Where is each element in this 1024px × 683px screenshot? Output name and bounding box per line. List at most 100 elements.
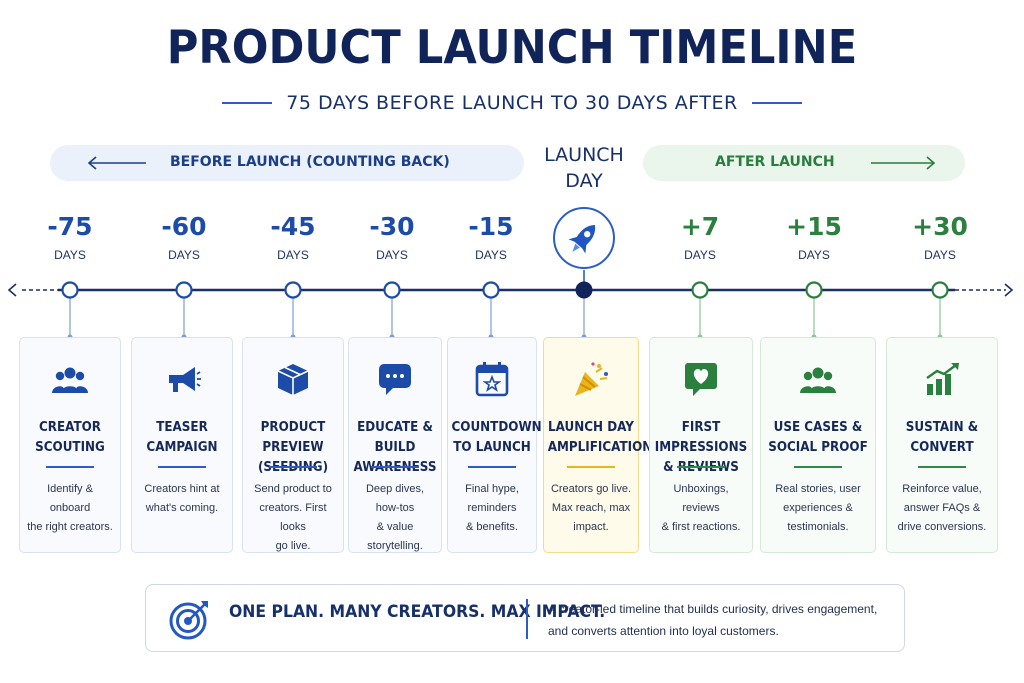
title-underline	[567, 466, 615, 468]
people-group-icon	[799, 360, 837, 398]
footer-callout: ONE PLAN. MANY CREATORS. MAX IMPACT. A c…	[145, 584, 905, 652]
launch-marker	[553, 207, 615, 269]
milestone-description-line: Identify & onboard	[47, 483, 93, 514]
after-launch-label: AFTER LAUNCH	[715, 154, 835, 170]
footer-description-line2: and converts attention into loyal custom…	[548, 624, 779, 638]
milestone-description-line: & value storytelling.	[367, 521, 423, 552]
footer-description-line1: A creator-led timeline that builds curio…	[548, 602, 878, 616]
rocket-icon	[568, 224, 596, 254]
milestone-description-line: Creators go live.	[550, 483, 632, 495]
milestone-description: Final hype, reminders& benefits.	[454, 480, 530, 537]
day-unit-label: DAYS	[54, 248, 86, 262]
milestone-title: SUSTAIN &CONVERT	[891, 418, 992, 458]
milestone-description-line: answer FAQs &	[903, 502, 981, 514]
subtitle-row: 75 DAYS BEFORE LAUNCH TO 30 DAYS AFTER	[0, 90, 1024, 116]
milestone-title-line: SCOUTING	[35, 440, 105, 455]
day-offset: -45	[270, 212, 316, 241]
milestone-title: PRODUCT PREVIEW (SEEDING)	[247, 418, 339, 478]
day-unit-label: DAYS	[475, 248, 507, 262]
page-subtitle: 75 DAYS BEFORE LAUNCH TO 30 DAYS AFTER	[286, 92, 738, 114]
after-launch-banner: AFTER LAUNCH	[643, 145, 965, 181]
milestone-card: USE CASES & SOCIAL PROOF Real stories, use…	[760, 337, 876, 553]
title-underline	[677, 466, 725, 468]
milestone-title-line: TO LAUNCH	[453, 440, 531, 455]
growth-chart-icon	[923, 360, 961, 398]
milestone-description-line: Creators hint at	[144, 483, 220, 495]
footer-headline: ONE PLAN. MANY CREATORS. MAX IMPACT.	[229, 602, 606, 622]
timeline-node	[284, 281, 302, 299]
milestone-description-line: Reinforce value,	[902, 483, 982, 495]
day-offset: +7	[680, 212, 720, 241]
milestone-description: Creators hint at what's coming.	[138, 480, 226, 518]
milestone-description-line: Real stories, user	[775, 483, 861, 495]
milestone-description: Reinforce value, answer FAQs & drive conve…	[893, 480, 991, 537]
timeline-node	[482, 281, 500, 299]
milestone-title-line: USE CASES &	[773, 420, 863, 435]
target-icon	[169, 601, 208, 640]
milestone-title-line: (SEEDING)	[247, 458, 339, 478]
timeline-node	[691, 281, 709, 299]
launch-day-label: LAUNCH DAY	[534, 142, 634, 194]
day-unit-label: DAYS	[376, 248, 408, 262]
heart-message-icon	[682, 360, 720, 398]
milestone-title-line: COUNTDOWN	[451, 420, 542, 435]
timeline-node	[61, 281, 79, 299]
milestone-description-line: go live.	[275, 540, 311, 552]
day-offset: +30	[912, 212, 968, 241]
milestone-title-line: SOCIAL PROOF	[768, 440, 868, 455]
milestone-description-line: Final hype, reminders	[465, 483, 519, 514]
title-underline	[46, 466, 94, 468]
milestone-description-line: testimonials.	[787, 521, 849, 533]
milestone-description-line: & first reactions.	[661, 521, 741, 533]
milestone-card: PRODUCT PREVIEW (SEEDING) Send product to c…	[242, 337, 344, 553]
milestone-title-line: EDUCATE & BUILD	[357, 420, 433, 455]
day-offset: -15	[468, 212, 514, 241]
title-underline	[269, 466, 317, 468]
launch-day-label-line1: LAUNCH	[544, 144, 624, 166]
milestone-title-line: PRODUCT PREVIEW	[260, 420, 326, 455]
milestone-title-line: CAMPAIGN	[146, 440, 218, 455]
title-underline	[918, 466, 966, 468]
title-underline	[158, 466, 206, 468]
day-unit-label: DAYS	[277, 248, 309, 262]
chat-bubble-icon	[376, 360, 414, 398]
milestone-card: SUSTAIN &CONVERT Reinforce value, answer F…	[886, 337, 998, 553]
title-underline	[468, 466, 516, 468]
milestone-title-line: AMPLIFICATION	[547, 440, 653, 455]
milestone-description-line: what's coming.	[145, 502, 219, 514]
milestone-description: Deep dives, how-tos& value storytelling.	[355, 480, 435, 556]
package-box-icon	[274, 360, 312, 398]
milestone-description-line: Max reach, max	[551, 502, 631, 514]
day-unit-label: DAYS	[924, 248, 956, 262]
milestone-description-line: drive conversions.	[897, 521, 987, 533]
footer-divider	[526, 599, 528, 639]
milestone-title: COUNTDOWN TO LAUNCH	[451, 418, 542, 458]
timeline-node	[175, 281, 193, 299]
milestone-description-line: creators. First looks	[259, 502, 327, 533]
milestone-description-line: Send product to	[254, 483, 332, 495]
calendar-star-icon	[473, 360, 511, 398]
milestone-card: FIRST IMPRESSIONS& REVIEWSUnboxings, rev…	[649, 337, 753, 553]
subtitle-rule-left	[222, 102, 273, 104]
milestone-title-line: CREATOR	[38, 420, 102, 435]
milestone-card: COUNTDOWN TO LAUNCH Final hype, reminders&…	[447, 337, 542, 553]
milestone-title-line: AWARENESS	[353, 458, 438, 478]
milestone-title: CREATOR SCOUTING	[24, 418, 116, 458]
milestone-description: Unboxings, reviews& first reactions.	[656, 480, 746, 537]
timeline-node	[383, 281, 401, 299]
timeline-node	[931, 281, 949, 299]
milestone-title: USE CASES & SOCIAL PROOF	[766, 418, 871, 458]
party-popper-icon	[572, 360, 610, 398]
day-offset: -75	[47, 212, 93, 241]
timeline-node	[805, 281, 823, 299]
day-unit-label: DAYS	[168, 248, 200, 262]
